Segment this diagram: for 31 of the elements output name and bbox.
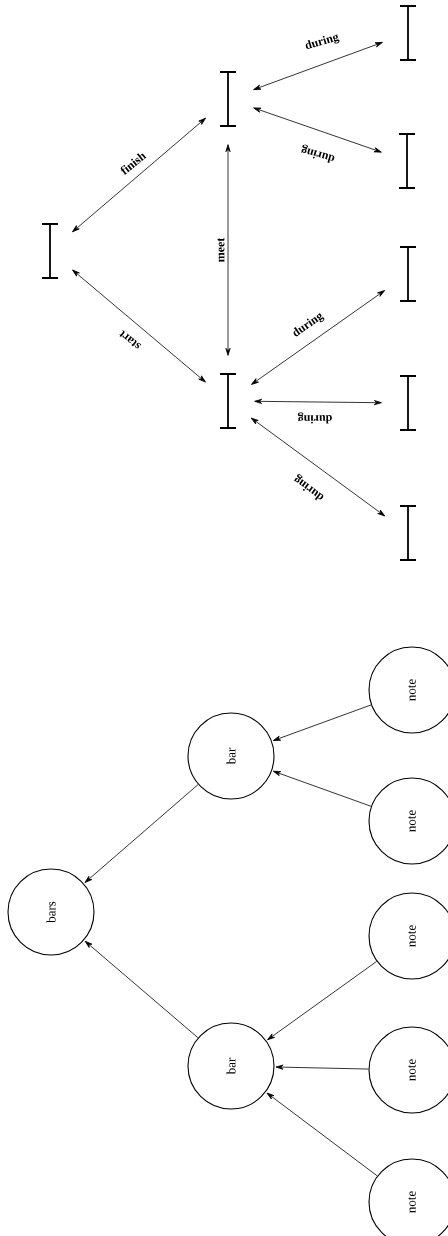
- arrow: [272, 704, 372, 741]
- arrow: [72, 269, 206, 383]
- circle-node: bar: [187, 1022, 275, 1110]
- interval-bar: [399, 5, 417, 61]
- interval-bar: [399, 375, 417, 431]
- interval-bar: [219, 373, 237, 429]
- arrow: [225, 144, 231, 356]
- arrow: [253, 41, 383, 91]
- arrow: [72, 117, 206, 233]
- arrow: [84, 784, 199, 883]
- arrow: [272, 770, 372, 807]
- arrow: [251, 290, 385, 385]
- arrow: [267, 961, 378, 1041]
- edge-label: during: [302, 30, 342, 54]
- arrow: [253, 107, 382, 153]
- interval-bar: [41, 223, 59, 279]
- edge-label: start: [117, 328, 143, 352]
- interval-bar: [399, 505, 417, 561]
- interval-bar: [399, 246, 417, 302]
- circle-node: bar: [187, 712, 275, 800]
- edge-label: during: [298, 142, 338, 166]
- edge-label: during: [296, 411, 334, 425]
- arrow: [254, 398, 382, 406]
- arrow: [275, 1064, 369, 1070]
- interval-bar: [219, 71, 237, 127]
- edge-label: meet: [216, 236, 226, 264]
- interval-bar: [398, 133, 416, 189]
- arrow: [266, 1092, 378, 1177]
- circle-node: bars: [7, 868, 95, 956]
- arrow: [84, 940, 199, 1039]
- arrow: [250, 417, 386, 517]
